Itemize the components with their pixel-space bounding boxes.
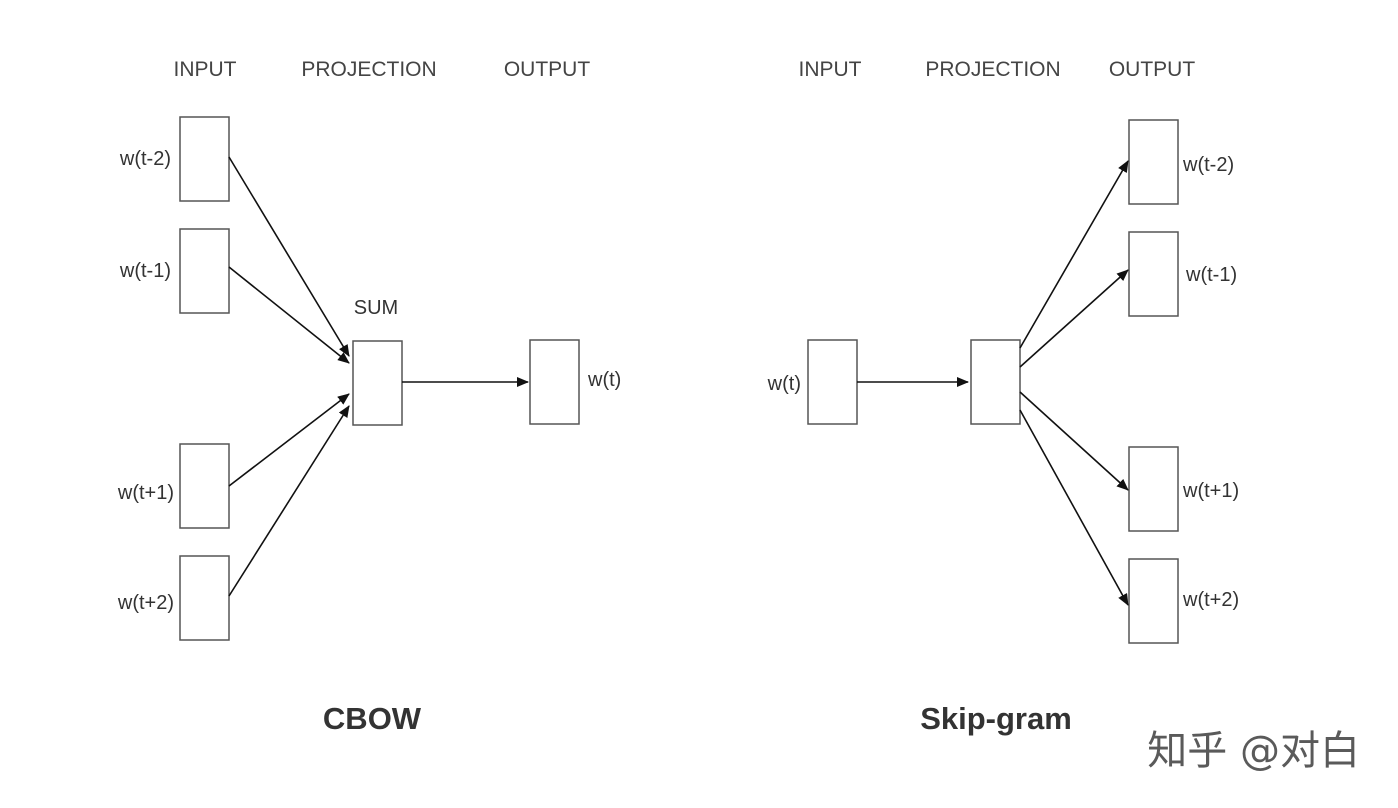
cbow-projection-box bbox=[352, 340, 403, 426]
skipgram-output-label-t-plus-2: w(t+2) bbox=[1182, 589, 1239, 611]
skipgram-output-box-t-minus-1 bbox=[1128, 231, 1179, 317]
skipgram-edge-t-minus-2 bbox=[1019, 160, 1129, 349]
skipgram-output-box-t-plus-1 bbox=[1128, 446, 1179, 532]
skipgram-output-header: OUTPUT bbox=[1109, 58, 1196, 81]
cbow-projection-header: PROJECTION bbox=[301, 58, 436, 81]
skipgram-output-label-t-plus-1: w(t+1) bbox=[1182, 480, 1239, 502]
cbow-input-box-t-minus-2 bbox=[179, 116, 230, 202]
cbow-edge-t-minus-1 bbox=[228, 266, 350, 364]
cbow-input-header: INPUT bbox=[174, 58, 237, 81]
skipgram-edge-t-plus-1 bbox=[1019, 391, 1129, 491]
cbow-input-box-t-minus-1 bbox=[179, 228, 230, 314]
skipgram-projection-box bbox=[970, 339, 1021, 425]
cbow-input-label-t-plus-1: w(t+1) bbox=[117, 482, 174, 504]
skipgram-projection-header: PROJECTION bbox=[925, 58, 1060, 81]
skipgram-caption: Skip-gram bbox=[920, 701, 1072, 736]
skipgram-input-header: INPUT bbox=[799, 58, 862, 81]
cbow-output-label: w(t) bbox=[587, 369, 621, 391]
cbow-input-label-t-plus-2: w(t+2) bbox=[117, 592, 174, 614]
skipgram-model: INPUT PROJECTION OUTPUT w(t) w(t-2) w(t-… bbox=[767, 58, 1239, 736]
cbow-input-label-t-minus-1: w(t-1) bbox=[119, 260, 171, 282]
cbow-input-label-t-minus-2: w(t-2) bbox=[119, 148, 171, 170]
cbow-sum-label: SUM bbox=[354, 297, 398, 319]
cbow-input-box-t-plus-2 bbox=[179, 555, 230, 641]
skipgram-edge-t-plus-2 bbox=[1019, 409, 1129, 606]
skipgram-output-label-t-minus-2: w(t-2) bbox=[1182, 154, 1234, 176]
cbow-output-box bbox=[529, 339, 580, 425]
cbow-caption: CBOW bbox=[323, 701, 422, 736]
skipgram-output-label-t-minus-1: w(t-1) bbox=[1185, 264, 1237, 286]
watermark-text: 知乎 @对白 bbox=[1147, 728, 1360, 774]
cbow-edge-t-minus-2 bbox=[228, 156, 350, 357]
cbow-input-box-t-plus-1 bbox=[179, 443, 230, 529]
cbow-edge-t-plus-1 bbox=[228, 393, 350, 487]
cbow-output-header: OUTPUT bbox=[504, 58, 591, 81]
skipgram-edge-t-minus-1 bbox=[1019, 269, 1129, 368]
cbow-model: INPUT PROJECTION OUTPUT w(t-2) w(t-1) w(… bbox=[117, 58, 621, 736]
skipgram-input-label: w(t) bbox=[767, 373, 801, 395]
skipgram-input-box bbox=[807, 339, 858, 425]
skipgram-output-box-t-minus-2 bbox=[1128, 119, 1179, 205]
skipgram-output-box-t-plus-2 bbox=[1128, 558, 1179, 644]
cbow-edge-t-plus-2 bbox=[228, 405, 350, 597]
